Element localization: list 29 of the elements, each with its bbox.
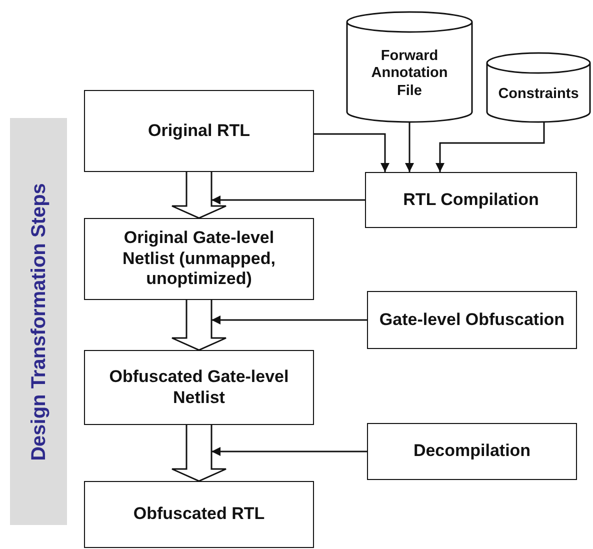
process-box (84, 350, 314, 425)
node-label: Gate-level Obfuscation (379, 310, 565, 330)
block-arrow (171, 171, 227, 219)
process-box (84, 218, 314, 300)
process-box (367, 423, 577, 480)
block-arrow (171, 299, 227, 351)
node-label: Original RTL (148, 120, 250, 142)
arrow (314, 133, 390, 172)
process-box (367, 291, 577, 349)
vertical-title: Design Transformation Steps (26, 182, 50, 460)
block-arrow (171, 424, 227, 482)
node-label: Decompilation (413, 441, 531, 462)
arrow (212, 316, 367, 324)
arrow (212, 196, 365, 204)
node-label: Forward Annotation File (370, 48, 449, 100)
node-label: Original Gate-level Netlist (unmapped, unoptimized) (121, 228, 276, 290)
side-band (10, 118, 67, 525)
process-box (84, 481, 314, 548)
arrow (436, 122, 545, 172)
process-box (84, 90, 314, 172)
node-label: Obfuscated Gate-level Netlist (108, 367, 290, 408)
arrow (405, 122, 414, 172)
node-label: RTL Compilation (403, 190, 539, 210)
arrow (212, 447, 367, 456)
node-label: Obfuscated RTL (133, 504, 265, 525)
process-box (365, 172, 577, 228)
data-cylinder (346, 12, 473, 122)
node-label: Constraints (498, 86, 579, 104)
data-cylinder (486, 53, 591, 122)
